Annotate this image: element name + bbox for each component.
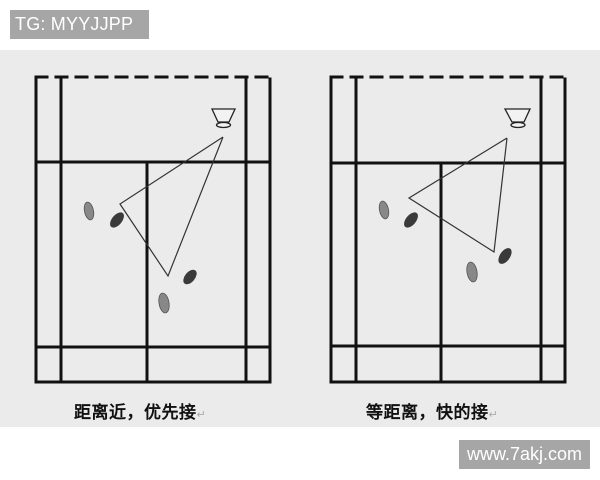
paragraph-mark-icon: ↵: [196, 408, 207, 421]
footprints-icon: [378, 200, 512, 283]
watermark-top: TG: MYYJJPP: [10, 10, 149, 39]
footprints-icon: [83, 201, 197, 314]
diagram-panel: [0, 50, 600, 427]
caption-right-text: 等距离，快的接: [366, 403, 489, 423]
watermark-bottom: www.7akj.com: [459, 440, 590, 469]
caption-left-text: 距离近，优先接: [74, 403, 197, 423]
shuttlecock-icon: [210, 108, 237, 129]
paragraph-mark-icon: ↵: [488, 408, 499, 421]
caption-right: 等距离，快的接↵: [366, 398, 498, 423]
caption-left: 距离近，优先接↵: [74, 398, 206, 423]
shuttlecock-icon: [503, 108, 532, 129]
